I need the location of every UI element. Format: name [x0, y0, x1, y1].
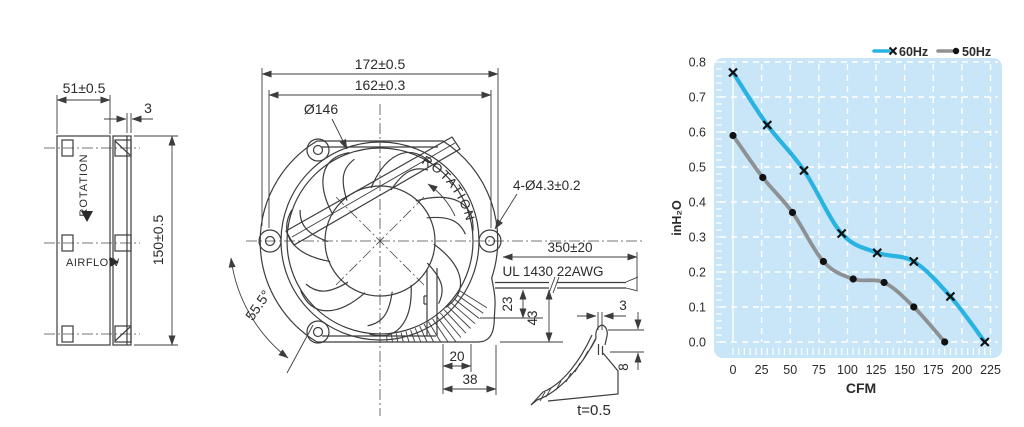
dim-impeller-diameter: Ø146 — [304, 101, 338, 117]
dim-23: 23 — [500, 296, 515, 311]
performance-chart: 0.0 0.1 0.2 0.3 0.4 0.5 0.6 0.7 0.8 0 25 50 75 100 125… — [670, 45, 1002, 396]
x-tick-label: 200 — [951, 363, 972, 377]
dim-overall-width: 172±0.5 — [355, 56, 406, 72]
dim-side-width: 51±0.5 — [63, 80, 106, 96]
dim-angle: 55.5° — [242, 287, 274, 323]
y-tick-label: 0.7 — [689, 91, 706, 105]
cord-fin-hatch — [386, 290, 488, 343]
chart-legend: 60Hz 50Hz — [872, 45, 991, 59]
dim-20: 20 — [449, 349, 464, 364]
data-marker-x — [799, 165, 809, 176]
data-marker-dot — [759, 173, 767, 182]
front-view: ROTATION 172±0.5 162±0.3 Ø146 4-Ø4.3±0.2… — [228, 56, 642, 416]
centerline-diagonal — [335, 196, 425, 286]
fin-tip-outline — [595, 324, 608, 346]
side-view: 51±0.5 3 150±0.5 ROTATION AIRFLOW — [44, 80, 178, 346]
y-axis-title: inH₂O — [670, 200, 684, 236]
legend-label-60hz: 60Hz — [899, 45, 928, 59]
rotation-arrow-icon — [427, 183, 456, 217]
fin-section-hatch — [539, 338, 597, 402]
fin-section-inner-curve — [542, 334, 593, 393]
dim-detail-height: 8 — [616, 363, 631, 371]
legend-item-50hz: 50Hz — [936, 45, 991, 59]
cord-channel — [423, 268, 438, 336]
legend-marker-dot-icon — [952, 47, 960, 55]
legend-item-60hz: 60Hz — [872, 45, 928, 59]
data-marker-dot — [880, 278, 888, 287]
data-marker-x — [872, 248, 882, 258]
dim-detail-thickness: t=0.5 — [577, 402, 611, 419]
mounting-ears — [258, 138, 502, 344]
data-marker-x — [945, 291, 956, 302]
dim-43: 43 — [525, 310, 540, 325]
dim-38: 38 — [462, 372, 477, 387]
x-tick-label: 25 — [755, 363, 769, 377]
y-tick-label: 0.4 — [689, 196, 706, 210]
data-marker-dot — [910, 303, 918, 311]
x-tick-label: 100 — [837, 363, 858, 377]
x-tick-label: 225 — [980, 363, 1001, 377]
x-tick-label: 50 — [783, 363, 797, 377]
y-tick-label: 0.2 — [689, 266, 706, 280]
flange-plate-outline — [112, 135, 132, 346]
dim-detail-width: 3 — [619, 298, 627, 313]
x-tick-label: 150 — [894, 363, 915, 377]
strut-mid-line — [291, 142, 456, 238]
fin-base-outline — [547, 352, 619, 402]
data-marker-dot — [788, 208, 797, 217]
data-marker-x — [728, 67, 738, 78]
x-tick-label: 0 — [730, 363, 737, 377]
lead-wire-spec: UL 1430 22AWG — [502, 264, 603, 279]
support-strut — [285, 136, 461, 246]
angle-arc — [228, 257, 289, 359]
data-marker-x — [980, 337, 990, 347]
data-marker-x — [762, 120, 773, 130]
dim-side-height: 150±0.5 — [150, 215, 166, 266]
airflow-label: AIRFLOW — [66, 257, 120, 269]
dim-hole-pitch: 162±0.3 — [355, 77, 406, 93]
data-marker-x — [836, 228, 847, 239]
y-tick-label: 0.3 — [689, 231, 706, 245]
x-tick-label: 75 — [812, 363, 826, 377]
legend-marker-x-icon — [888, 46, 898, 56]
chart-plot: 0.0 0.1 0.2 0.3 0.4 0.5 0.6 0.7 0.8 0 25 50 75 100 125… — [689, 56, 1002, 377]
lead-wire — [495, 276, 639, 294]
data-marker-dot — [819, 257, 828, 266]
data-marker-dot — [849, 275, 857, 283]
y-tick-label: 0.0 — [689, 336, 706, 350]
dim-lead-length: 350±20 — [548, 240, 593, 255]
airflow-direction-arrow-icon — [110, 257, 119, 267]
y-tick-label: 0.1 — [689, 301, 706, 315]
rotation-label-side: ROTATION — [78, 153, 90, 216]
x-tick-label: 125 — [866, 363, 887, 377]
dim-flange-thickness: 3 — [144, 100, 152, 116]
x-axis-title: CFM — [846, 380, 876, 396]
y-tick-label: 0.5 — [689, 161, 706, 175]
y-tick-label: 0.6 — [689, 126, 706, 140]
y-tick-label: 0.8 — [689, 56, 706, 70]
data-marker-dot — [729, 131, 737, 140]
dim-mounting-holes: 4-Ø4.3±0.2 — [513, 178, 580, 193]
impeller-blades — [286, 151, 474, 337]
data-marker-x — [909, 256, 919, 267]
rotation-direction-arrow-icon — [81, 211, 93, 222]
venturi-ring-inner — [286, 147, 474, 335]
mounting-tabs — [61, 139, 132, 343]
data-marker-dot — [941, 338, 949, 346]
hub-circle — [324, 185, 436, 297]
fan-body-outline — [56, 135, 111, 346]
detail-view: 3 8 t=0.5 — [530, 298, 644, 419]
x-tick-label: 175 — [923, 363, 944, 377]
legend-label-50hz: 50Hz — [962, 45, 991, 59]
